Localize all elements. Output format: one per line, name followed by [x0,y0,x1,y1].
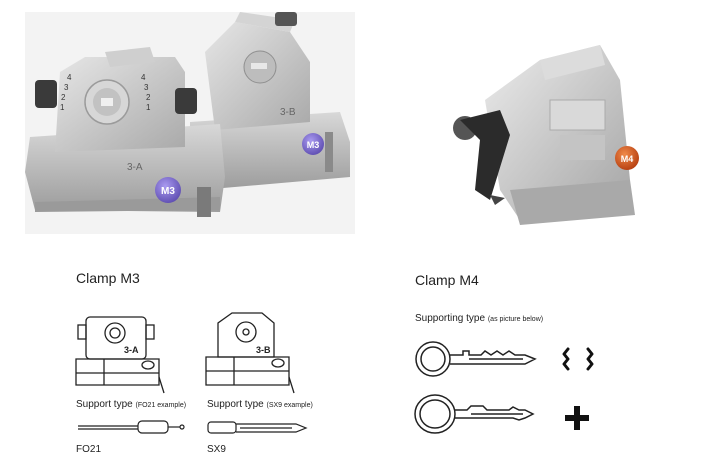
double-sided-profile-icon [562,347,596,373]
clamp-3b-diagram [204,307,296,397]
supporting-type-caption: Supporting type (as picture below) [415,313,543,324]
svg-text:M3: M3 [307,140,320,150]
clamp-m4-body [485,45,635,225]
supporting-type-prefix: Supporting type [415,313,486,324]
clamp-3a-body [25,47,225,217]
clamp-3a-dial [84,79,130,125]
sx9-key-drawing [206,418,316,436]
dial-mark-left-1: 1 [60,103,65,112]
m3-badge-back: M3 [302,133,324,155]
clamp-m3-photo: 3-B M3 4 3 2 1 4 3 2 1 3-A M [25,12,355,234]
cross-profile-icon [563,404,591,432]
svg-text:M3: M3 [161,186,175,197]
dial-mark-left-3: 3 [64,83,69,92]
dial-mark-right-2: 2 [146,93,151,102]
dial-mark-right-1: 1 [146,103,151,112]
support-type-sx9: Support type (SX9 example) [207,399,313,410]
support-type-fo21-prefix: Support type [76,399,133,410]
support-type-fo21-example: (FO21 example) [135,402,187,409]
key-label-fo21: FO21 [76,444,102,455]
svg-text:M4: M4 [621,154,634,164]
clamp-3b-engraving: 3-B [280,107,296,118]
clamp-3a-diagram [74,307,166,397]
key-label-sx9: SX9 [207,444,226,455]
m4-badge: M4 [615,146,639,170]
supporting-type-note: (as picture below) [487,316,544,323]
diagram-3a-label: 3-A [124,345,139,355]
support-type-fo21: Support type (FO21 example) [76,399,186,410]
round-bow-key-drawing [413,392,543,436]
dial-mark-right-4: 4 [141,73,146,82]
double-sided-key-drawing [413,337,543,381]
dial-mark-left-2: 2 [61,93,66,102]
clamp-m4-title: Clamp M4 [415,272,479,288]
clamp-3a-engraving: 3-A [127,162,143,173]
clamp-m3-title: Clamp M3 [76,270,140,286]
fo21-key-drawing [76,418,186,436]
dial-mark-left-4: 4 [67,73,72,82]
support-type-sx9-example: (SX9 example) [266,402,313,409]
diagram-3b-label: 3-B [256,345,271,355]
support-type-sx9-prefix: Support type [207,399,264,410]
clamp-m4-handle [453,110,510,205]
clamp-3b-body [190,12,350,190]
dial-mark-right-3: 3 [144,83,149,92]
clamp-m4-photo: M4 [430,40,655,260]
m3-badge-front: M3 [155,177,181,203]
